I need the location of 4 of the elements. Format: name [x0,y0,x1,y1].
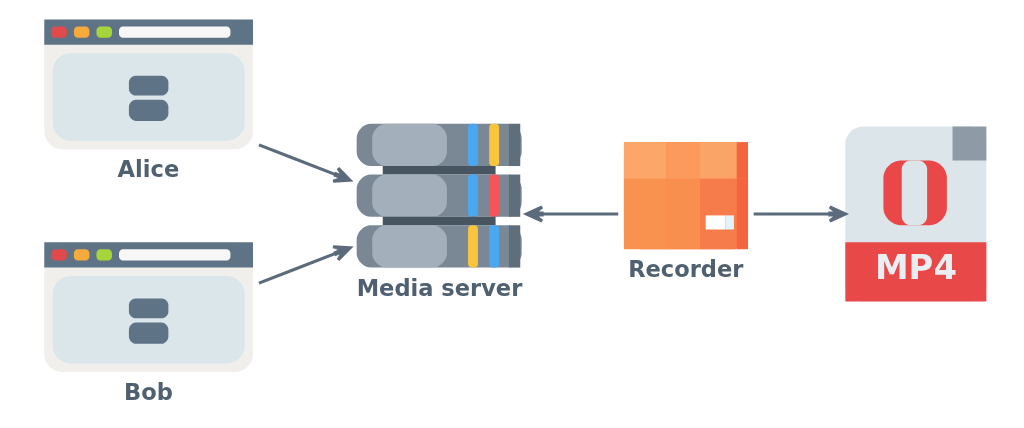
node-label: Media server [356,274,522,301]
node-label: Recorder [627,256,743,283]
node-label: Bob [123,378,173,405]
node-label: Alice [117,156,179,183]
